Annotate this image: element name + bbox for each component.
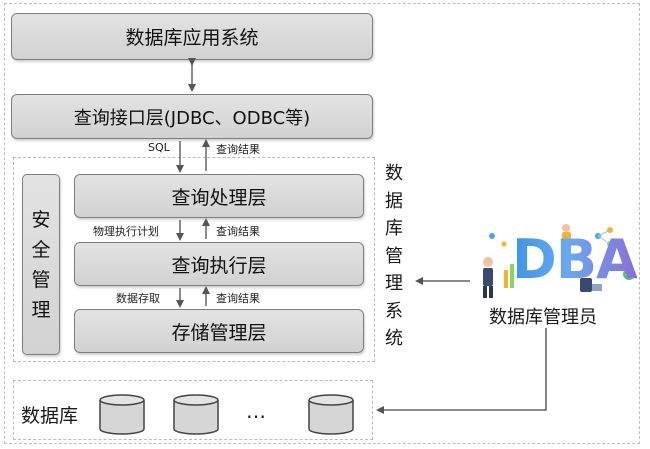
database-cylinder-icon bbox=[99, 394, 145, 435]
query-result-label: 查询结果 bbox=[216, 292, 260, 305]
storage-management-layer: 存储管理层 bbox=[74, 309, 364, 353]
security-char: 全 bbox=[31, 238, 51, 261]
database-label: 数据库 bbox=[21, 405, 79, 427]
security-char: 管 bbox=[31, 268, 51, 291]
dbms-title-char: 理 bbox=[385, 273, 403, 294]
storage-management-label: 存储管理层 bbox=[171, 321, 267, 344]
dba-illustration: DBA bbox=[474, 222, 640, 300]
dbms-title-char: 据 bbox=[385, 190, 403, 212]
security-char: 理 bbox=[31, 298, 51, 321]
dba-logo: DBA bbox=[512, 228, 638, 291]
dba-caption: 数据库管理员 bbox=[489, 307, 597, 328]
interface-layer-label: 查询接口层(JDBC、ODBC等) bbox=[73, 107, 311, 129]
dbms-title-char: 统 bbox=[385, 328, 403, 349]
query-execution-label: 查询执行层 bbox=[171, 254, 267, 277]
app-system-label: 数据库应用系统 bbox=[125, 27, 259, 49]
physical-plan-label: 物理执行计划 bbox=[93, 225, 159, 238]
database-region bbox=[13, 380, 373, 440]
security-management-text: 安 全 管 理 bbox=[29, 205, 53, 325]
dba-figure-icon bbox=[483, 224, 635, 298]
database-cylinder-icon bbox=[308, 394, 354, 435]
query-execution-layer: 查询执行层 bbox=[74, 242, 364, 286]
dbms-title: 数 据 库 管 理 系 统 bbox=[382, 160, 406, 353]
query-processing-layer: 查询处理层 bbox=[74, 174, 364, 218]
query-result-label: 查询结果 bbox=[216, 143, 260, 156]
outer-frame bbox=[4, 3, 640, 444]
dbms-title-char: 管 bbox=[385, 245, 403, 267]
data-access-label: 数据存取 bbox=[116, 292, 160, 305]
dbms-title-char: 系 bbox=[385, 300, 403, 322]
dbms-title-char: 库 bbox=[385, 218, 403, 239]
query-processing-label: 查询处理层 bbox=[171, 186, 267, 209]
query-result-label: 查询结果 bbox=[216, 225, 260, 238]
interface-layer-box: 查询接口层(JDBC、ODBC等) bbox=[11, 94, 373, 139]
security-management-box: 安 全 管 理 bbox=[22, 174, 60, 355]
dbms-title-char: 数 bbox=[385, 163, 403, 184]
dbms-region bbox=[13, 157, 375, 362]
sql-label: SQL bbox=[148, 141, 170, 154]
database-ellipsis: … bbox=[246, 399, 266, 423]
dba-to-database-arrow bbox=[376, 328, 547, 414]
security-char: 安 bbox=[31, 208, 51, 231]
database-cylinder-icon bbox=[173, 394, 219, 435]
